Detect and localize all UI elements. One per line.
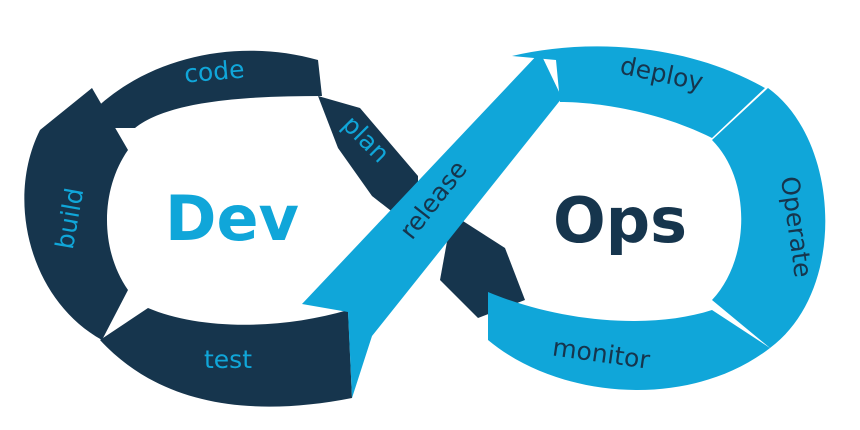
dev-loop — [24, 50, 525, 407]
ops-loop — [302, 46, 826, 398]
release-segment — [302, 52, 562, 398]
monitor-segment — [488, 292, 770, 390]
test-segment — [100, 308, 352, 407]
plan-segment — [318, 96, 418, 232]
dev-crossing-segment — [440, 214, 525, 318]
stage-label-test: test — [204, 345, 252, 374]
code-segment — [92, 50, 322, 128]
ops-label: Ops — [553, 184, 687, 257]
deploy-segment — [512, 46, 765, 138]
build-segment — [24, 88, 128, 340]
stage-label-code: code — [183, 54, 246, 88]
operate-segment — [712, 88, 826, 348]
dev-label: Dev — [165, 182, 299, 255]
